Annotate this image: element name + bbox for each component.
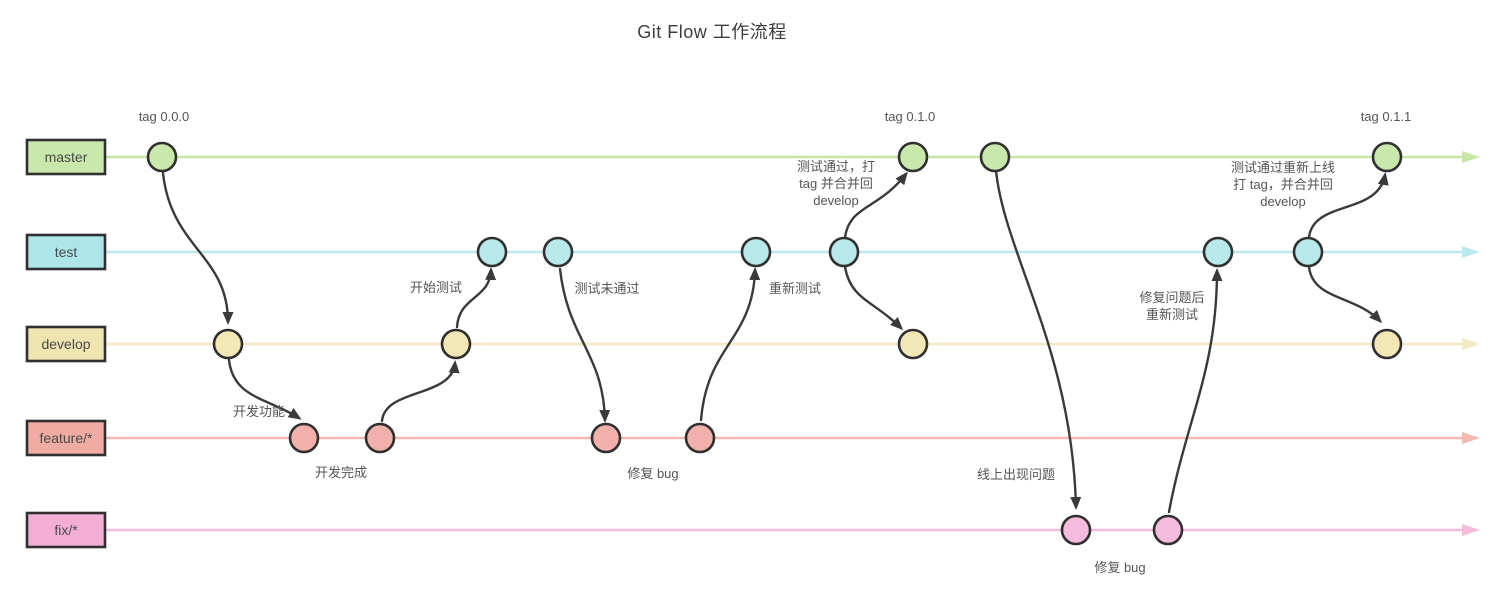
annotation-start-test: 开始测试 bbox=[410, 280, 462, 295]
commit-node-m3 bbox=[979, 141, 1011, 173]
branch-arrow-icon-fix bbox=[1462, 524, 1480, 536]
branch-box-develop bbox=[25, 325, 107, 363]
branch-label-feature: feature/* bbox=[40, 430, 93, 446]
annotation-test-failed: 测试未通过 bbox=[574, 281, 639, 296]
branch-label-fix: fix/* bbox=[54, 522, 78, 538]
annotation-after-fix-retest: 修复问题后重新测试 bbox=[1139, 290, 1204, 322]
annotation-fix-bug-hotfix: 修复 bug bbox=[1094, 560, 1145, 575]
branch-box-test bbox=[25, 233, 107, 271]
commit-node-t1 bbox=[476, 236, 508, 268]
edge-m1-to-d1 bbox=[161, 171, 234, 325]
annotation-tag-0-1-0: tag 0.1.0 bbox=[885, 109, 936, 124]
branch-label-master: master bbox=[45, 149, 88, 165]
commit-node-f4 bbox=[684, 422, 716, 454]
commit-node-t2 bbox=[542, 236, 574, 268]
commit-node-d1 bbox=[212, 328, 244, 360]
branch-box-master bbox=[25, 138, 107, 176]
branch-box-feature bbox=[25, 419, 107, 457]
annotation-tag-0-1-1: tag 0.1.1 bbox=[1361, 109, 1412, 124]
edge-x2-to-t5 bbox=[1167, 268, 1223, 514]
branch-arrow-icon-master bbox=[1462, 151, 1480, 163]
commit-node-m2 bbox=[897, 141, 929, 173]
edge-t6-to-d4 bbox=[1307, 265, 1383, 324]
edge-t6-to-m4 bbox=[1307, 172, 1389, 239]
diagram-title: Git Flow 工作流程 bbox=[637, 22, 787, 42]
edge-d1-to-f1 bbox=[227, 358, 302, 420]
edge-t4-to-m2 bbox=[843, 171, 908, 239]
edge-f4-to-t3 bbox=[699, 267, 761, 422]
annotation-tag-0-0-0: tag 0.0.0 bbox=[139, 109, 190, 124]
branch-box-fix bbox=[25, 511, 107, 549]
commit-node-f3 bbox=[590, 422, 622, 454]
edge-d2-to-t1 bbox=[455, 267, 497, 329]
commit-node-m4 bbox=[1371, 141, 1403, 173]
commit-node-f2 bbox=[364, 422, 396, 454]
annotation-retest: 重新测试 bbox=[769, 281, 821, 296]
edge-m3-to-x1 bbox=[994, 169, 1082, 510]
commit-node-t5 bbox=[1202, 236, 1234, 268]
commit-node-d3 bbox=[897, 328, 929, 360]
commit-node-t4 bbox=[828, 236, 860, 268]
branch-label-develop: develop bbox=[41, 336, 90, 352]
edge-t4-to-d3 bbox=[843, 265, 904, 331]
branch-arrow-icon-test bbox=[1462, 246, 1480, 258]
commit-node-d2 bbox=[440, 328, 472, 360]
branch-arrow-icon-develop bbox=[1462, 338, 1480, 350]
commit-node-d4 bbox=[1371, 328, 1403, 360]
commit-node-x1 bbox=[1060, 514, 1092, 546]
edge-f2-to-d2 bbox=[380, 360, 460, 423]
annotation-fix-bug-feature: 修复 bug bbox=[627, 466, 678, 481]
commit-node-x2 bbox=[1152, 514, 1184, 546]
commit-node-t3 bbox=[740, 236, 772, 268]
branch-label-test: test bbox=[55, 244, 78, 260]
commit-node-t6 bbox=[1292, 236, 1324, 268]
edge-t2-to-f3 bbox=[558, 267, 611, 423]
branch-arrow-icon-feature bbox=[1462, 432, 1480, 444]
annotation-develop-done: 开发完成 bbox=[315, 465, 367, 480]
commit-node-m1 bbox=[146, 141, 178, 173]
annotation-develop-feature: 开发功能 bbox=[233, 404, 285, 419]
annotation-online-issue: 线上出现问题 bbox=[977, 467, 1055, 482]
commit-node-f1 bbox=[288, 422, 320, 454]
